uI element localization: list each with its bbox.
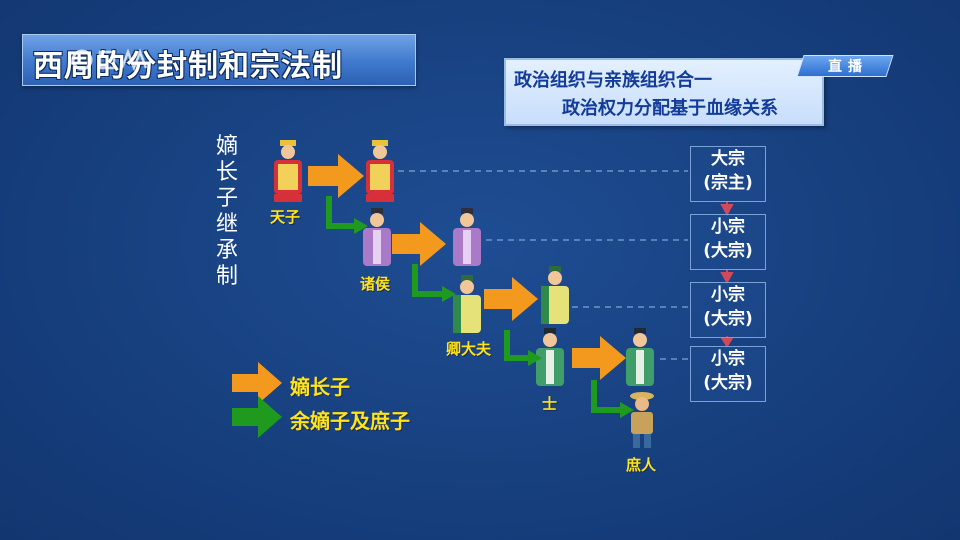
info-line-1: 政治组织与亲族组织合一 <box>514 70 712 91</box>
lineage-box-top: 小宗 <box>711 285 745 305</box>
lineage-chain <box>720 202 734 348</box>
official-heir-figure-icon <box>541 266 569 324</box>
watermark-logo-icon <box>71 48 148 72</box>
lineage-box-top: 大宗 <box>711 149 745 169</box>
other-son-arrows <box>326 196 622 413</box>
lineage-box-xiaozong-2: 小宗 (大宗) <box>690 282 766 338</box>
legend-eldest-son-label: 嫡长子 <box>290 375 350 399</box>
title-banner: 西周的分封制和宗法制 <box>22 34 416 86</box>
emperor-heir-figure-icon <box>366 140 394 202</box>
lineage-box-bottom: (大宗) <box>703 241 753 261</box>
role-shuren: 庶人 <box>626 456 657 474</box>
lineage-box-dazong: 大宗 (宗主) <box>690 146 766 202</box>
role-shi: 士 <box>542 395 558 413</box>
emperor-figure-icon <box>274 140 302 202</box>
eldest-son-arrows <box>308 154 626 380</box>
legend-green-arrow-icon <box>232 396 282 438</box>
live-badge-label: 直播 <box>828 59 868 75</box>
scholar-heir-figure-icon <box>626 328 654 386</box>
lineage-box-bottom: (大宗) <box>703 309 753 329</box>
lineage-box-bottom: (宗主) <box>703 173 753 193</box>
primogeniture-caption: 嫡长子继承制 <box>215 134 238 289</box>
noble-figure-icon <box>363 208 391 266</box>
lineage-box-bottom: (大宗) <box>703 373 753 393</box>
lineage-box-xiaozong-1: 小宗 (大宗) <box>690 214 766 270</box>
noble-heir-figure-icon <box>453 208 481 266</box>
role-tianzi: 天子 <box>270 208 301 226</box>
info-line-2: 政治权力分配基于血缘关系 <box>562 98 778 119</box>
commoner-figure-icon <box>630 392 654 448</box>
role-qingdafu: 卿大夫 <box>446 340 492 358</box>
official-figure-icon <box>453 275 481 333</box>
lineage-box-top: 小宗 <box>711 217 745 237</box>
page-title: 西周的分封制和宗法制 <box>33 49 343 84</box>
legend-orange-arrow-icon <box>232 362 282 404</box>
lineage-box-xiaozong-3: 小宗 (大宗) <box>690 346 766 402</box>
info-box: 政治组织与亲族组织合一 政治权力分配基于血缘关系 <box>504 58 824 126</box>
dashed-connectors <box>398 170 688 360</box>
role-zhuhou: 诸侯 <box>360 275 391 293</box>
lineage-box-top: 小宗 <box>711 349 745 369</box>
legend-other-sons-label: 余嫡子及庶子 <box>290 409 410 433</box>
